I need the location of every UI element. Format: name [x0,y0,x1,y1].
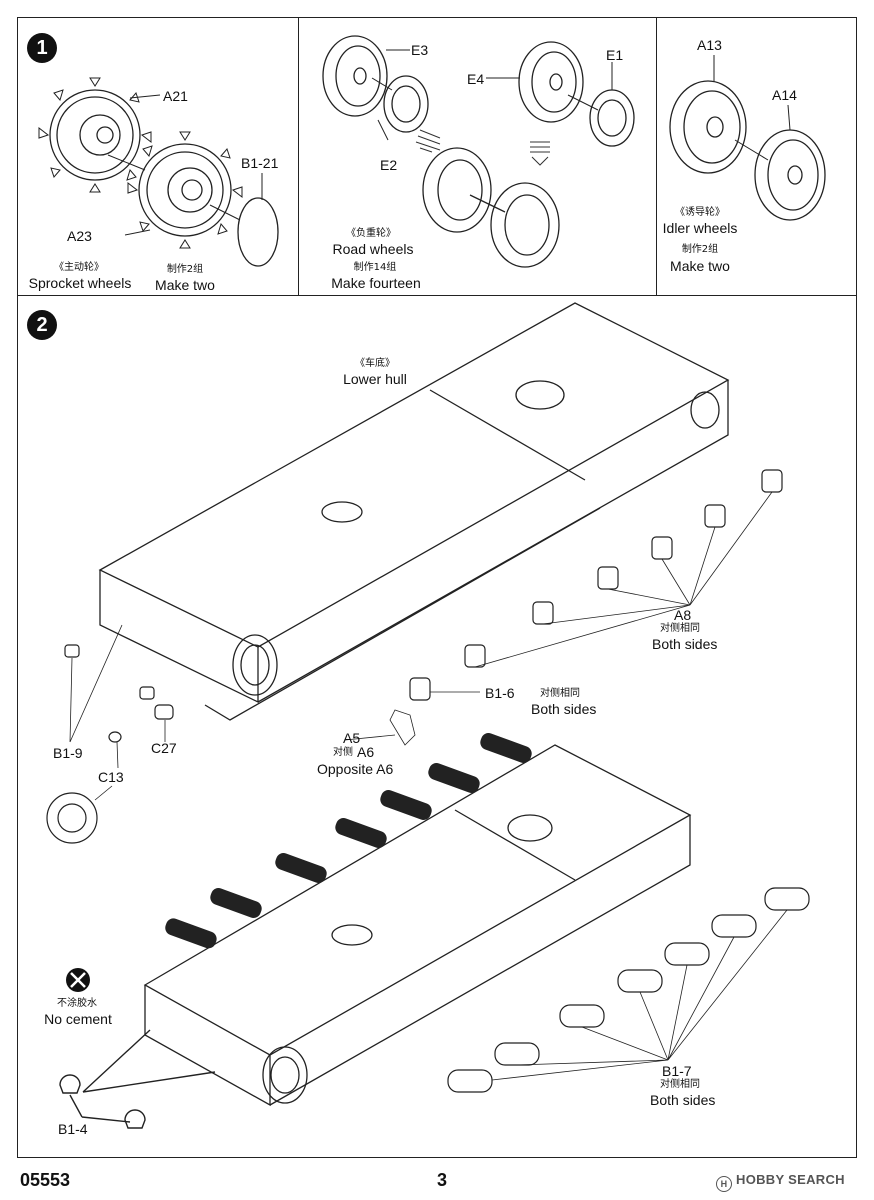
kit-code: 05553 [20,1170,71,1190]
part-label-b19: B1-9 [53,745,83,761]
road-cn-qty: 制作14组 [353,262,397,273]
hull-cn-title: 《车底》 [355,358,395,369]
idler-cn-qty: 制作2组 [681,244,719,255]
part-label-a13: A13 [697,37,722,53]
part-label-a8: A8 [674,607,692,623]
step-1-badge: 1 [27,33,57,63]
lower-hull-upper-drawing [98,302,730,721]
sprocket-cn-title: 《主动轮》 [54,262,104,273]
sprocket-cn-qty: 制作2组 [166,264,204,275]
page-number: 3 [437,1170,448,1190]
road-wheel-e1-drawing [589,89,635,147]
a8-cn-sides: 对侧相同 [660,623,700,634]
track-pins [165,733,532,949]
step2-panel [17,295,857,1158]
step-2-badge: 2 [27,310,57,340]
part-label-b121: B1-21 [241,155,279,171]
idler-qty: Make two [670,258,730,274]
sprocket-a23-drawing [127,131,243,249]
sprocket-qty: Make two [155,277,215,293]
road-title: Road wheels [332,241,414,257]
part-label-e1: E1 [606,47,624,63]
part-label-e2: E2 [380,157,398,173]
part-label-e3: E3 [411,42,429,58]
opposite-a6-note: Opposite A6 [317,761,394,777]
part-label-b16: B1-6 [485,685,515,701]
a8-sides: Both sides [652,636,718,652]
road-qty: Make fourteen [331,275,421,291]
b17-parts [447,887,810,1093]
b16-sides: Both sides [531,701,597,717]
lower-hull-lower-drawing [143,744,692,1107]
part-label-a5: A5 [343,730,361,746]
idler-wheel-a13-drawing [669,80,747,174]
part-label-c13: C13 [98,769,124,785]
b14-parts [59,1029,216,1129]
watermark-text: HOBBY SEARCH [736,1172,845,1187]
part-label-b14: B1-4 [58,1121,88,1137]
b16-cn-sides: 对侧相同 [540,688,580,699]
small-parts [46,644,174,844]
watermark-logo-icon: H [716,1176,732,1192]
b17-cn-sides: 对侧相同 [660,1079,700,1090]
direction-arrows [415,129,550,166]
idler-wheel-a14-drawing [754,129,826,221]
part-label-a6: A6 [357,744,375,760]
idler-cn-title: 《诱导轮》 [675,207,725,218]
part-label-a21: A21 [163,88,188,104]
sprocket-a21-drawing [38,77,152,193]
sprocket-title: Sprocket wheels [28,275,132,291]
b17-sides: Both sides [650,1092,716,1108]
road-wheel-assembled-drawing [422,147,560,268]
a5-cn-opposite: 对侧 [333,747,353,758]
road-wheel-e3-drawing [322,35,388,117]
road-cn-title: 《负重轮》 [346,228,396,239]
hull-title: Lower hull [343,371,407,387]
no-cement-label: No cement [44,1011,112,1027]
part-label-e4: E4 [467,71,485,87]
part-label-c27: C27 [151,740,177,756]
no-cement-icon [66,968,90,992]
idler-title: Idler wheels [662,220,738,236]
a8-parts [409,469,783,701]
cap-b121-drawing [237,197,279,267]
part-label-a23: A23 [67,228,92,244]
watermark: H HOBBY SEARCH [716,1172,845,1192]
part-label-a14: A14 [772,87,797,103]
no-cement-cn: 不涂胶水 [57,998,97,1009]
road-wheel-e4-drawing [518,41,584,123]
part-label-b17: B1-7 [662,1063,692,1079]
road-wheel-e2-drawing [383,75,429,133]
